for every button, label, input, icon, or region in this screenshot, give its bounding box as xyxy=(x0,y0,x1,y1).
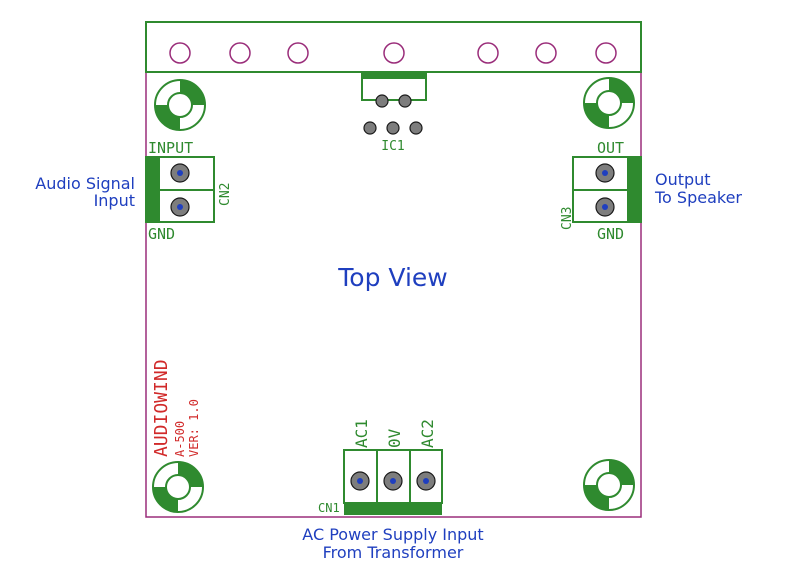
cn2-label: CN2 xyxy=(218,183,233,206)
ov-label: 0V xyxy=(385,428,404,448)
gnd-right-label: GND xyxy=(597,225,624,243)
ac-power-annotation-line1: AC Power Supply Input xyxy=(302,525,483,544)
ic1-pad-1 xyxy=(375,94,389,108)
out-label: OUT xyxy=(597,139,624,157)
heatsink-hole-6 xyxy=(535,42,557,64)
mounting-hole-bottom-right xyxy=(583,459,635,511)
cn1-label: CN1 xyxy=(318,501,340,515)
heatsink-hole-3 xyxy=(287,42,309,64)
cn1-connector: AC1 0V AC2 CN1 xyxy=(318,419,443,515)
cn3-label: CN3 xyxy=(560,207,575,230)
audio-signal-annotation-line1: Audio Signal xyxy=(35,174,135,193)
cn2-connector: INPUT GND CN2 xyxy=(145,139,233,243)
mounting-hole-top-right xyxy=(583,77,635,129)
gnd-left-label: GND xyxy=(148,225,175,243)
heatsink-hole-5 xyxy=(477,42,499,64)
output-annotation-line1: Output xyxy=(655,170,711,189)
input-label: INPUT xyxy=(148,139,193,157)
ic1-pad-2 xyxy=(398,94,412,108)
audio-signal-annotation-line2: Input xyxy=(94,191,135,210)
brand-model: A-500 xyxy=(173,421,187,457)
heatsink-hole-4 xyxy=(383,42,405,64)
heatsink-hole-7 xyxy=(595,42,617,64)
ic1-label: IC1 xyxy=(381,139,404,154)
ic1-pad-5 xyxy=(409,121,423,135)
mounting-hole-bottom-left xyxy=(152,461,204,513)
brand-version: VER: 1.0 xyxy=(187,399,201,457)
mounting-hole-top-left xyxy=(154,79,206,131)
heatsink-hole-1 xyxy=(169,42,191,64)
heatsink-hole-2 xyxy=(229,42,251,64)
cn3-connector: OUT GND CN3 xyxy=(560,139,642,243)
ac2-label: AC2 xyxy=(418,419,437,448)
page-title: Top View xyxy=(337,263,447,292)
heatsink-strip xyxy=(145,21,642,73)
ac1-label: AC1 xyxy=(352,419,371,448)
ic1-footprint: IC1 xyxy=(361,73,427,154)
brand-name: AUDIOWIND xyxy=(151,359,172,457)
ic1-pad-4 xyxy=(386,121,400,135)
ac-power-annotation-line2: From Transformer xyxy=(323,543,464,562)
ic1-pad-3 xyxy=(363,121,377,135)
output-annotation-line2: To Speaker xyxy=(654,188,742,207)
